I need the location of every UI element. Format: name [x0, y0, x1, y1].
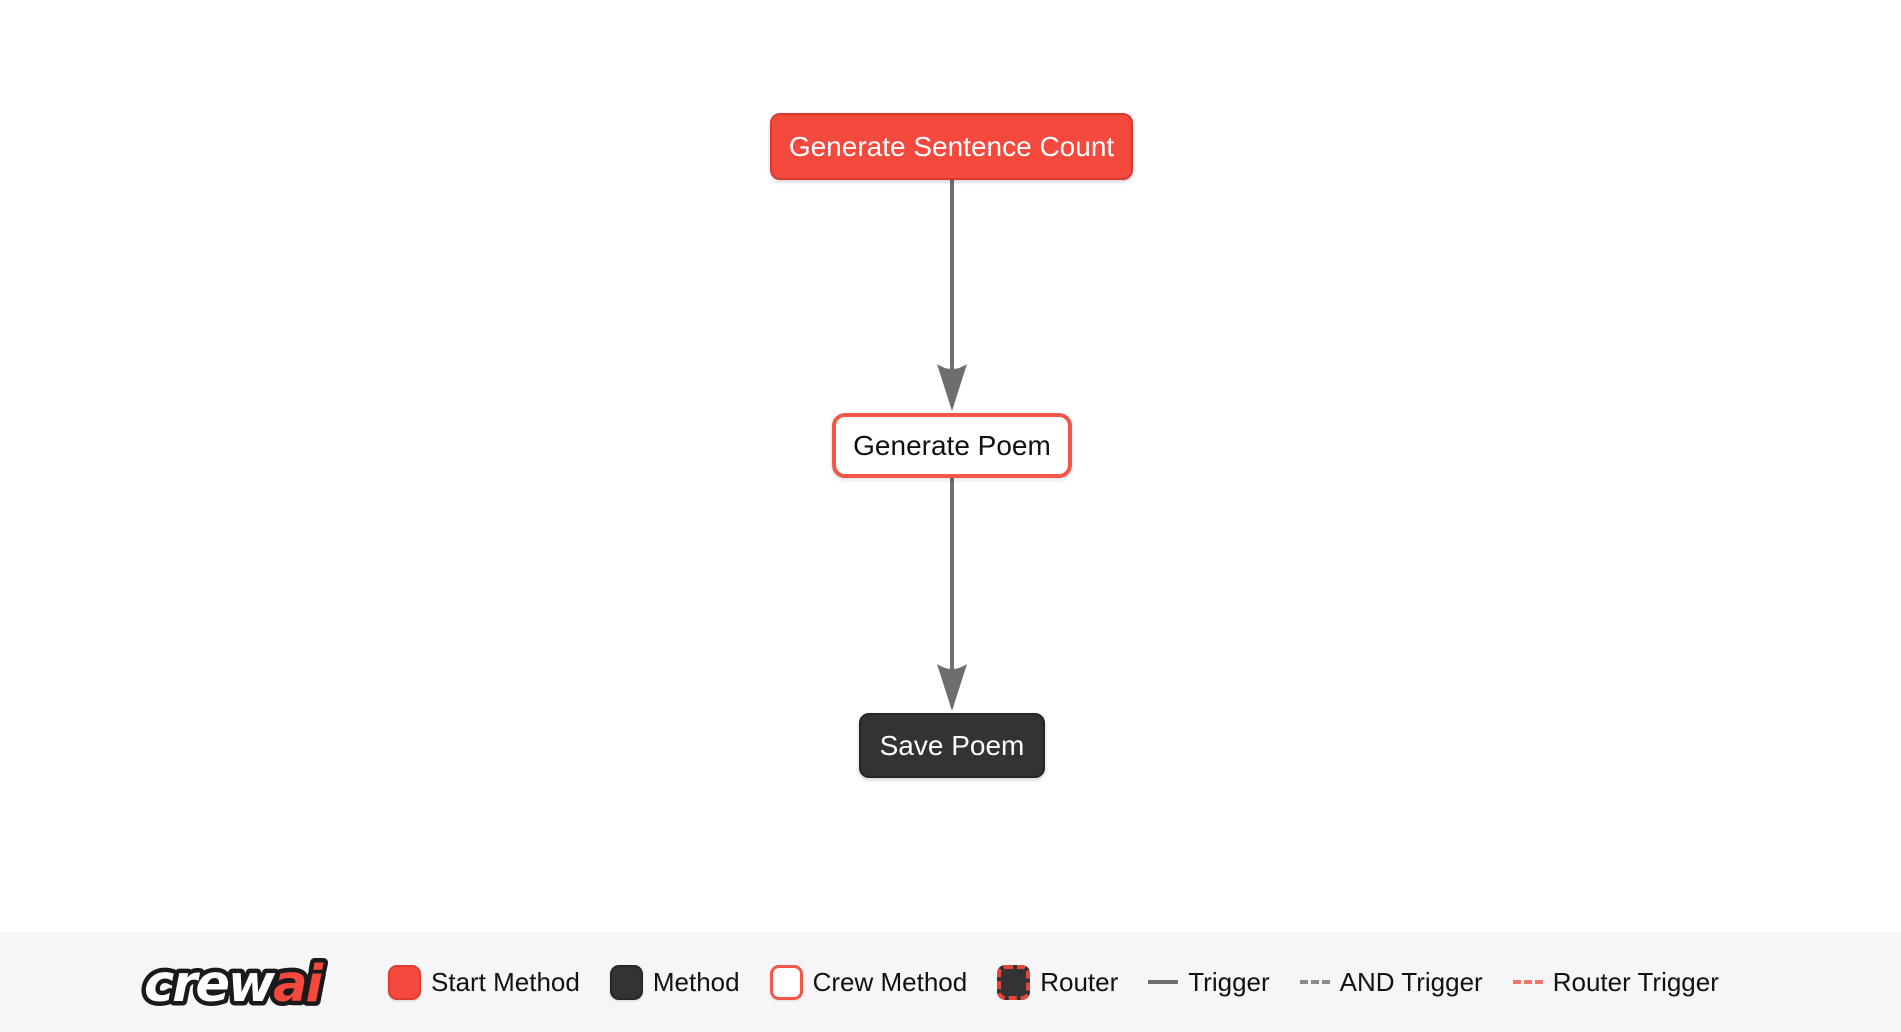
legend-label: Router Trigger: [1552, 966, 1719, 997]
legend-item-router-trigger: Router Trigger: [1512, 966, 1719, 998]
trigger-line-icon: [1148, 980, 1179, 984]
legend-bar: crewai Start Method Method Crew Method R…: [0, 932, 1901, 1032]
legend-label: Crew Method: [812, 966, 968, 997]
edge-trigger-2[interactable]: [937, 478, 967, 711]
node-label: Save Poem: [879, 729, 1025, 761]
legend-item-router: Router: [997, 964, 1119, 1000]
node-generate-sentence-count[interactable]: Generate Sentence Count: [770, 113, 1133, 180]
node-save-poem[interactable]: Save Poem: [859, 713, 1045, 778]
legend-label: AND Trigger: [1339, 966, 1483, 997]
svg-text:crewai: crewai: [144, 955, 325, 1014]
edge-trigger-1[interactable]: [937, 180, 967, 411]
node-label: Generate Poem: [853, 429, 1051, 461]
arrowhead-icon: [937, 664, 967, 711]
legend-item-crew-method: Crew Method: [769, 964, 968, 1000]
arrowhead-icon: [937, 364, 967, 411]
legend-item-trigger: Trigger: [1148, 966, 1270, 998]
and-trigger-line-icon: [1299, 980, 1330, 984]
router-swatch-icon: [997, 964, 1031, 1000]
start-method-swatch-icon: [388, 964, 421, 1000]
router-trigger-line-icon: [1512, 980, 1543, 984]
method-swatch-icon: [609, 964, 643, 1000]
legend-label: Router: [1040, 966, 1119, 997]
legend-label: Start Method: [431, 966, 580, 997]
legend-label: Trigger: [1188, 966, 1270, 997]
legend-item-method: Method: [609, 964, 740, 1000]
crew-method-swatch-icon: [769, 964, 803, 1000]
node-generate-poem[interactable]: Generate Poem: [832, 413, 1072, 478]
logo-text-crew: crew: [144, 955, 276, 1014]
node-label: Generate Sentence Count: [788, 130, 1115, 162]
legend-item-and-trigger: AND Trigger: [1299, 966, 1483, 998]
logo-text-ai: ai: [273, 955, 324, 1014]
legend-label: Method: [652, 966, 740, 997]
legend-item-start-method: Start Method: [388, 964, 580, 1000]
crewai-logo: crewai: [140, 953, 331, 1017]
